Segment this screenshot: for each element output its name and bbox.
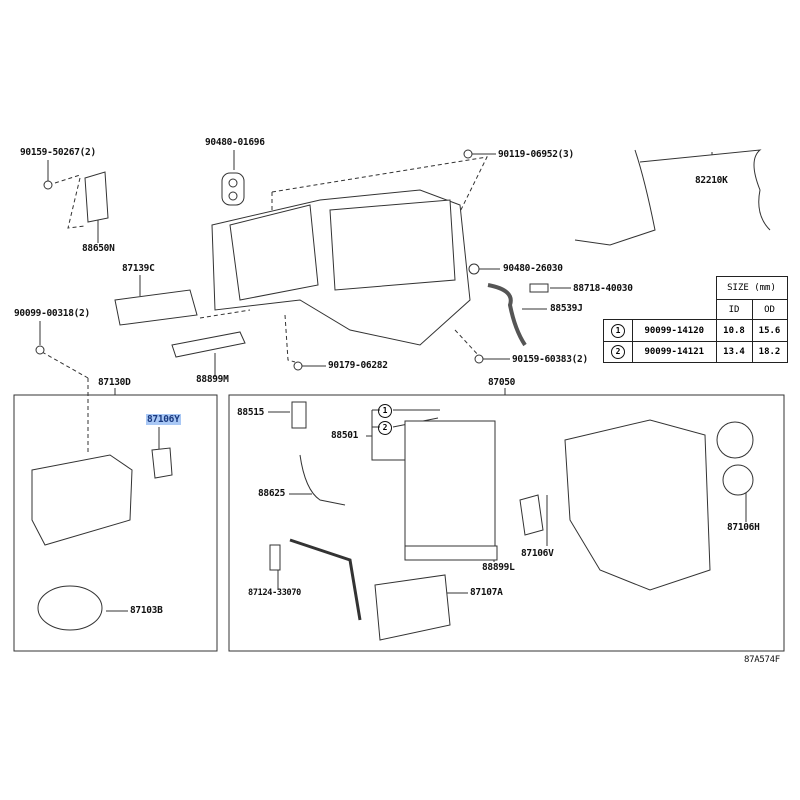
label-90099-00318[interactable]: 90099-00318(2) (14, 308, 90, 319)
evaporator-88501 (404, 420, 496, 547)
col-od: OD (751, 299, 788, 320)
label-90179-06282[interactable]: 90179-06282 (328, 360, 388, 371)
label-90480-01696[interactable]: 90480-01696 (205, 137, 265, 148)
part-number[interactable]: 90099-14121 (632, 341, 717, 363)
nut-90179-06282 (293, 361, 303, 371)
ref-circle: 1 (611, 323, 625, 338)
label-88539J[interactable]: 88539J (550, 303, 583, 314)
parts (31, 149, 771, 641)
blower-case-87130D (31, 454, 133, 546)
id-value: 10.8 (715, 319, 753, 342)
hvac-housing-lower (564, 419, 711, 591)
group-box-87050 (228, 394, 785, 652)
table-row: 2 90099-14121 13.4 18.2 (603, 341, 788, 363)
label-88515[interactable]: 88515 (237, 407, 265, 418)
bolt-90159-60383 (474, 354, 484, 364)
part-88899M (171, 331, 246, 358)
label-87106Y-highlighted[interactable]: 87106Y (146, 414, 181, 425)
label-87130D[interactable]: 87130D (98, 377, 131, 388)
label-87107A[interactable]: 87107A (470, 587, 503, 598)
label-87124-33070[interactable]: 87124-33070 (248, 588, 301, 598)
label-88899M[interactable]: 88899M (196, 374, 229, 385)
part-number[interactable]: 90099-14120 (632, 319, 717, 342)
screw-90099-00318 (35, 345, 45, 355)
part-87106H-a (716, 421, 754, 459)
label-90480-26030[interactable]: 90480-26030 (503, 263, 563, 274)
label-90159-50267[interactable]: 90159-50267(2) (20, 147, 96, 158)
grommet-90480-01696 (221, 172, 245, 206)
od-value: 18.2 (751, 341, 788, 363)
part-88515 (291, 401, 307, 429)
bolt-90119-06952 (463, 149, 473, 159)
size-header: SIZE (mm) (715, 276, 788, 300)
part-87106V (519, 494, 544, 536)
label-87106H[interactable]: 87106H (727, 522, 760, 533)
label-90119-06952[interactable]: 90119-06952(3) (498, 149, 574, 160)
label-87106V[interactable]: 87106V (521, 548, 554, 559)
label-82210K[interactable]: 82210K (695, 175, 728, 186)
label-90159-60383[interactable]: 90159-60383(2) (512, 354, 588, 365)
blower-motor-87103B (37, 585, 103, 631)
assembly-guides (41, 156, 488, 455)
part-88899L (404, 545, 498, 561)
ref-circle: 2 (611, 345, 625, 359)
id-value: 13.4 (715, 341, 753, 363)
label-87103B[interactable]: 87103B (130, 605, 163, 616)
label-87139C[interactable]: 87139C (122, 263, 155, 274)
label-88501[interactable]: 88501 (331, 430, 359, 441)
filter-87139C (114, 289, 198, 326)
label-88650N[interactable]: 88650N (82, 243, 115, 254)
heater-core-87107A (374, 574, 451, 641)
table-row: 1 90099-14120 10.8 15.6 (603, 319, 788, 342)
hose-88539J (487, 283, 527, 347)
clip-88718-40030 (529, 283, 549, 293)
heater-pipes (289, 538, 362, 621)
grommet-90480-26030 (468, 263, 480, 275)
size-table: SIZE (mm) ID OD 1 90099-14120 10.8 15.6 … (603, 276, 788, 363)
part-88650N (84, 171, 109, 223)
diagram-code: 87A574F (744, 655, 780, 665)
label-87050[interactable]: 87050 (488, 377, 516, 388)
label-88899L[interactable]: 88899L (482, 562, 515, 573)
callout-1: 1 (378, 404, 392, 418)
part-87106Y (151, 447, 173, 479)
harness-82210K (574, 149, 771, 246)
sensor-88625 (299, 454, 346, 506)
callout-2: 2 (378, 421, 392, 435)
od-value: 15.6 (751, 319, 788, 342)
label-88625[interactable]: 88625 (258, 488, 286, 499)
col-id: ID (715, 299, 753, 320)
part-87106H-b (722, 464, 754, 496)
bolt-90159-50267 (43, 180, 53, 190)
label-88718-40030[interactable]: 88718-40030 (573, 283, 633, 294)
clip-87124-33070 (269, 544, 281, 571)
